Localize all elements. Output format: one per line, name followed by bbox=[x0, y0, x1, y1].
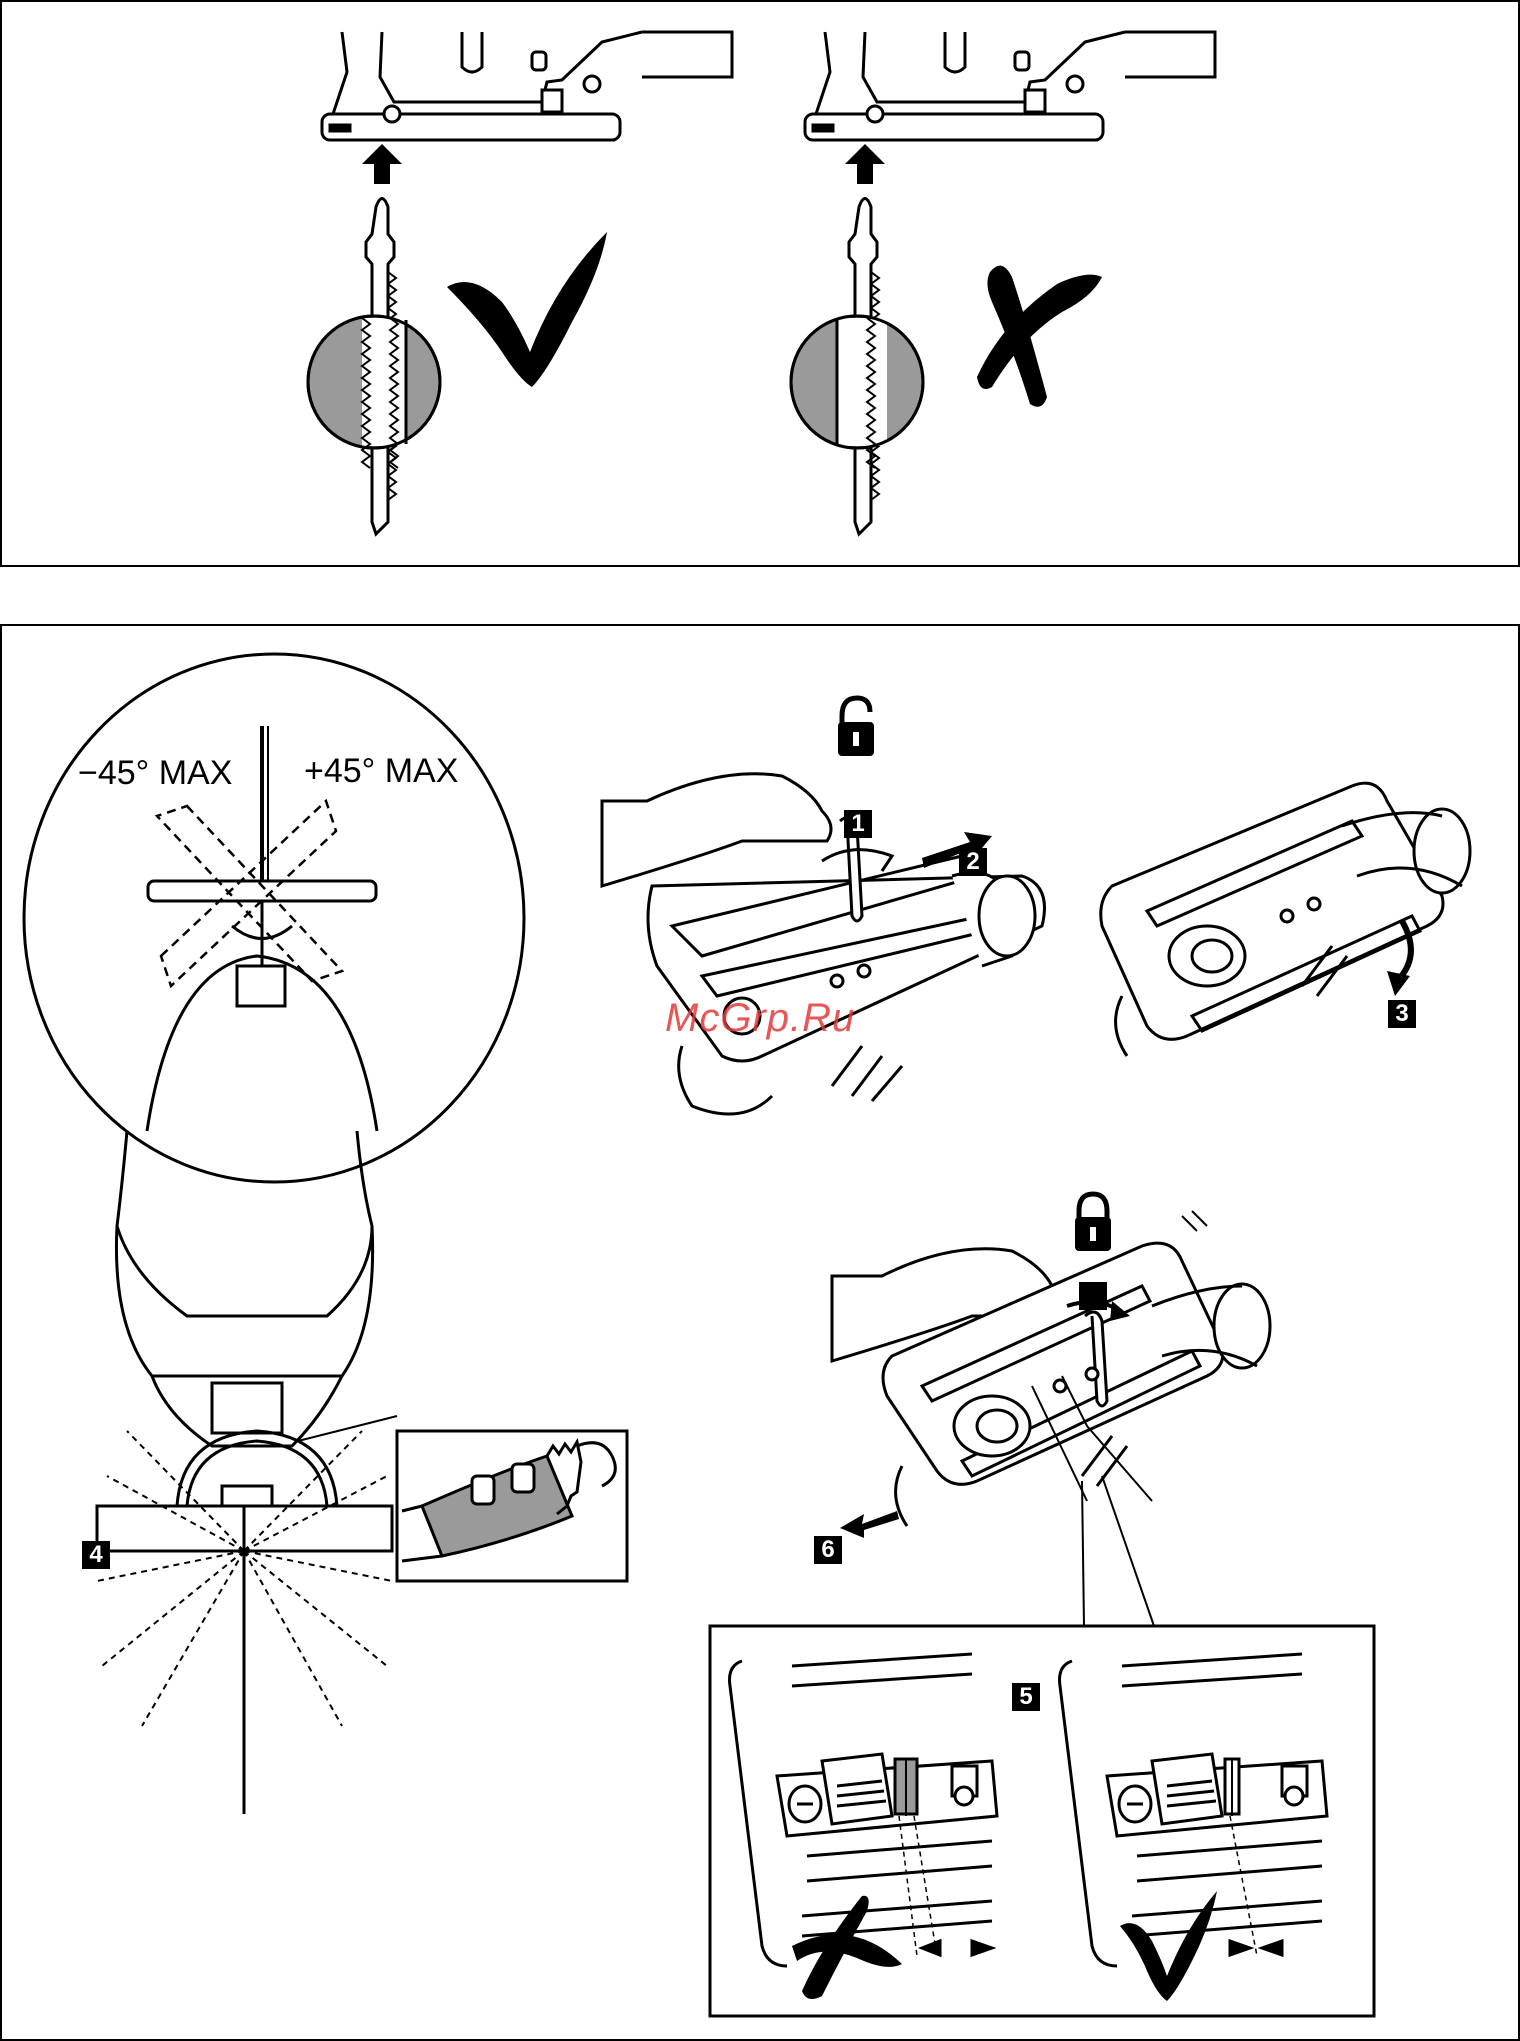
up-arrow-right bbox=[845, 144, 885, 184]
watermark: McGrp.Ru bbox=[665, 996, 855, 1041]
step-badge-4: 4 bbox=[82, 1541, 110, 1569]
step-badge-1: 1 bbox=[844, 810, 872, 838]
angle-diagram bbox=[24, 654, 524, 1182]
step-badge-6: 6 bbox=[814, 1536, 842, 1564]
up-arrow-left bbox=[362, 144, 402, 184]
bevel-adjustment-panel: −45° MAX +45° MAX 1 2 3 4 5 6 bbox=[0, 624, 1520, 2041]
scale-detail-inset bbox=[397, 1431, 627, 1581]
saw-front-view bbox=[97, 1131, 397, 1814]
saw-shoe-right bbox=[805, 32, 1215, 140]
check-mark-icon bbox=[447, 232, 607, 387]
saw-shoe-left bbox=[322, 32, 732, 140]
step-badge-blank bbox=[1079, 1282, 1107, 1310]
padlock-open-icon bbox=[838, 698, 874, 756]
detail-circle-right bbox=[791, 316, 923, 468]
arrow-step-6 bbox=[840, 1511, 899, 1538]
blade-alignment-panel bbox=[0, 0, 1520, 567]
padlock-closed-icon bbox=[1075, 1194, 1111, 1251]
bevel-adjustment-illustration bbox=[2, 626, 1518, 2039]
step-badge-5: 5 bbox=[1012, 1683, 1040, 1711]
step-badge-2: 2 bbox=[959, 848, 987, 876]
plus-45-max-label: +45° MAX bbox=[304, 752, 458, 791]
detail-circle-left bbox=[308, 316, 440, 468]
shoe-loosen-view bbox=[602, 774, 1045, 1114]
x-mark-icon bbox=[977, 266, 1102, 407]
step-badge-3: 3 bbox=[1388, 1000, 1416, 1028]
blade-alignment-illustration bbox=[2, 2, 1518, 565]
minus-45-max-label: −45° MAX bbox=[78, 754, 232, 793]
shoe-tighten-view bbox=[832, 1211, 1270, 1526]
